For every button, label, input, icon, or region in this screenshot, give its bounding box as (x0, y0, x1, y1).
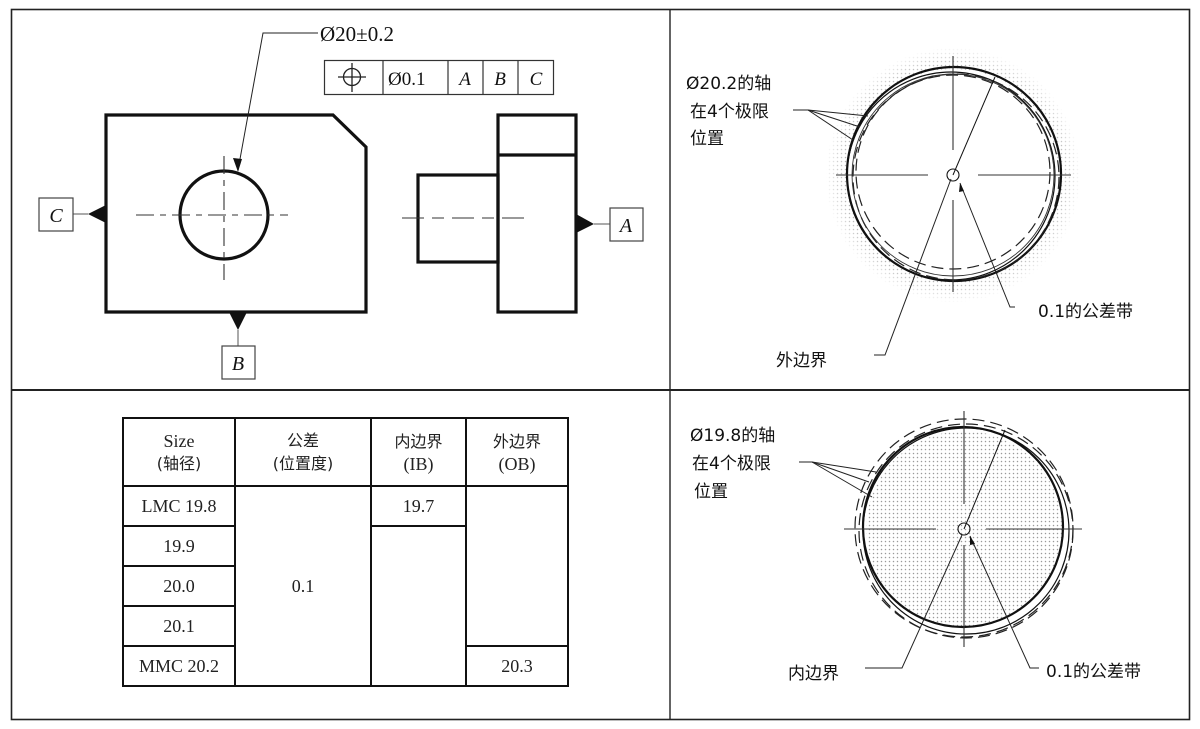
boundary-table: Size (轴径) 公差 (位置度) 内边界 (IB) 外边界 (OB) LMC… (122, 417, 569, 687)
datum-b-label: B (232, 353, 244, 375)
mmc-zone-label: 0.1的公差带 (1038, 302, 1133, 322)
lmc-label-line1: Ø19.8的轴 (690, 426, 775, 446)
datum-c-label: C (49, 205, 63, 227)
lmc-label-line2: 在4个极限 (692, 454, 771, 474)
fcf-tolerance: Ø0.1 (388, 69, 425, 90)
size-callout: Ø20±0.2 (320, 22, 394, 46)
inner-boundary-cell: 19.7 (370, 485, 467, 527)
size-cell: 20.1 (122, 605, 236, 647)
figure-frame (10, 8, 1191, 721)
header-tolerance: 公差 (位置度) (234, 417, 372, 487)
side-view (402, 113, 578, 314)
datum-c: C (38, 197, 106, 232)
header-size: Size (轴径) (122, 417, 236, 487)
tolerance-cell: 0.1 (234, 485, 372, 687)
fcf-datum-tertiary: C (530, 69, 543, 90)
fcf-datum-secondary: B (494, 69, 506, 90)
mmc-boundary-view: Ø20.2的轴 在4个极限 位置 外边界 0.1的公差带 (686, 47, 1133, 371)
inner-boundary-empty-cell (370, 525, 467, 687)
mmc-label-line2: 在4个极限 (690, 102, 769, 122)
size-cell: 19.9 (122, 525, 236, 567)
position-icon (338, 63, 366, 92)
size-cell: MMC 20.2 (122, 645, 236, 687)
tolerance-zone-circle (957, 522, 971, 536)
fcf-datum-primary: A (457, 69, 471, 90)
size-cell: LMC 19.8 (122, 485, 236, 527)
table-row: 19.9 (122, 525, 568, 687)
table-row: MMC 20.2 20.3 (122, 645, 569, 687)
outer-boundary-cell: 20.3 (465, 645, 569, 687)
lmc-boundary-view: Ø19.8的轴 在4个极限 位置 内边界 0.1的公差带 (690, 411, 1141, 684)
lmc-label-line3: 位置 (694, 482, 728, 502)
outer-boundary-label: 外边界 (776, 351, 827, 371)
datum-a-label: A (618, 215, 633, 237)
datum-a: A (576, 207, 644, 242)
feature-control-frame: Ø0.1 A B C (323, 59, 555, 96)
datum-b: B (221, 312, 256, 380)
header-inner-boundary: 内边界 (IB) (370, 417, 467, 487)
size-cell: 20.0 (122, 565, 236, 607)
table-row: LMC 19.8 0.1 19.7 (122, 485, 569, 687)
part-drawing: C B A Ø20±0.2 (38, 22, 644, 380)
outer-boundary-empty-cell (465, 485, 569, 647)
mmc-label-line3: 位置 (690, 129, 724, 149)
header-outer-boundary: 外边界 (OB) (465, 417, 569, 487)
tolerance-zone-circle (946, 168, 960, 182)
mmc-label-line1: Ø20.2的轴 (686, 74, 771, 94)
table-row: 20.0 (122, 565, 568, 607)
inner-boundary-label: 内边界 (788, 664, 839, 684)
lmc-zone-label: 0.1的公差带 (1046, 662, 1141, 682)
size-leader (237, 32, 318, 171)
table-row: 20.1 (122, 605, 568, 647)
front-view-outline (104, 113, 368, 314)
table-header-row: Size (轴径) 公差 (位置度) 内边界 (IB) 外边界 (OB) (122, 417, 569, 487)
